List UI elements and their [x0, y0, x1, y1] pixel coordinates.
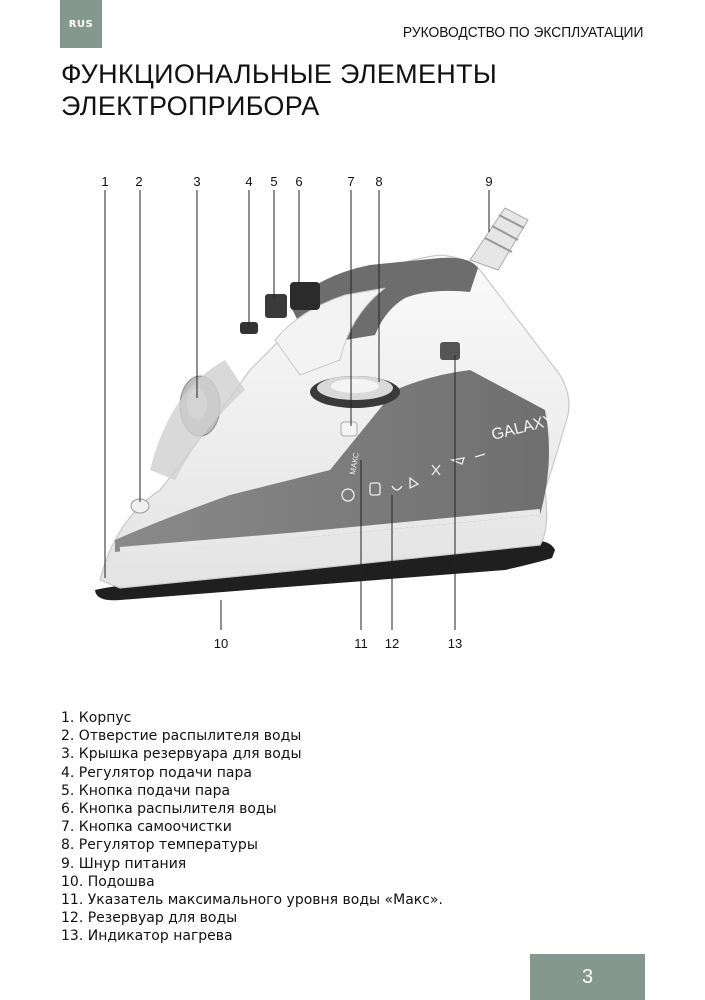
iron-diagram: GALAXY МАКС 1 2 [0, 160, 705, 660]
list-item: 6. Кнопка распылителя воды [61, 801, 277, 818]
list-item: 4. Регулятор подачи пара [61, 764, 252, 781]
temperature-dial [310, 376, 400, 408]
list-item: 8. Регулятор температуры [61, 837, 258, 854]
list-item: 5. Кнопка подачи пара [61, 782, 231, 799]
water-tank [115, 370, 549, 552]
callout-2: 2 [135, 174, 142, 189]
callout-9: 9 [485, 174, 492, 189]
callout-5: 5 [270, 174, 277, 189]
list-item: 7. Кнопка самоочистки [61, 819, 232, 836]
callout-6: 6 [295, 174, 302, 189]
page-title: ФУНКЦИОНАЛЬНЫЕ ЭЛЕМЕНТЫ ЭЛЕКТРОПРИБОРА [61, 58, 497, 122]
callout-12: 12 [385, 636, 399, 651]
callout-4: 4 [245, 174, 252, 189]
callout-8: 8 [375, 174, 382, 189]
list-item: 12. Резервуар для воды [61, 910, 238, 927]
list-item: 1. Корпус [61, 710, 132, 726]
list-item: 11. Указатель максимального уровня воды … [61, 892, 443, 909]
language-tab: RUS [60, 0, 102, 48]
manual-header-title: РУКОВОДСТВО ПО ЭКСПЛУАТАЦИИ [402, 24, 643, 41]
spray-button [290, 282, 320, 310]
fabric-icons [341, 453, 486, 502]
list-item: 3. Крышка резервуара для воды [61, 746, 302, 763]
callout-13: 13 [448, 636, 462, 651]
callout-10: 10 [214, 636, 228, 651]
parts-list: 1. Корпус 2. Отверстие распылителя воды … [61, 709, 443, 946]
callout-1: 1 [101, 174, 108, 189]
page-title-line-1: ФУНКЦИОНАЛЬНЫЕ ЭЛЕМЕНТЫ [61, 59, 498, 89]
callout-7: 7 [347, 174, 354, 189]
filler-cap [150, 360, 245, 480]
callout-11: 11 [354, 636, 368, 651]
callout-3: 3 [193, 174, 200, 189]
list-item: 9. Шнур питания [61, 855, 187, 872]
page-number: 3 [530, 954, 645, 1000]
self-clean-button [340, 421, 358, 437]
heat-indicator [440, 342, 460, 360]
list-item: 2. Отверстие распылителя воды [61, 728, 302, 745]
page-title-line-2: ЭЛЕКТРОПРИБОРА [61, 91, 320, 121]
power-cord [469, 207, 529, 271]
steam-regulator [240, 322, 258, 334]
callout-lines [104, 190, 490, 630]
list-item: 10. Подошва [61, 873, 155, 890]
steam-burst-button [265, 294, 287, 318]
max-mark: МАКС [348, 452, 361, 476]
list-item: 13. Индикатор нагрева [61, 928, 233, 945]
